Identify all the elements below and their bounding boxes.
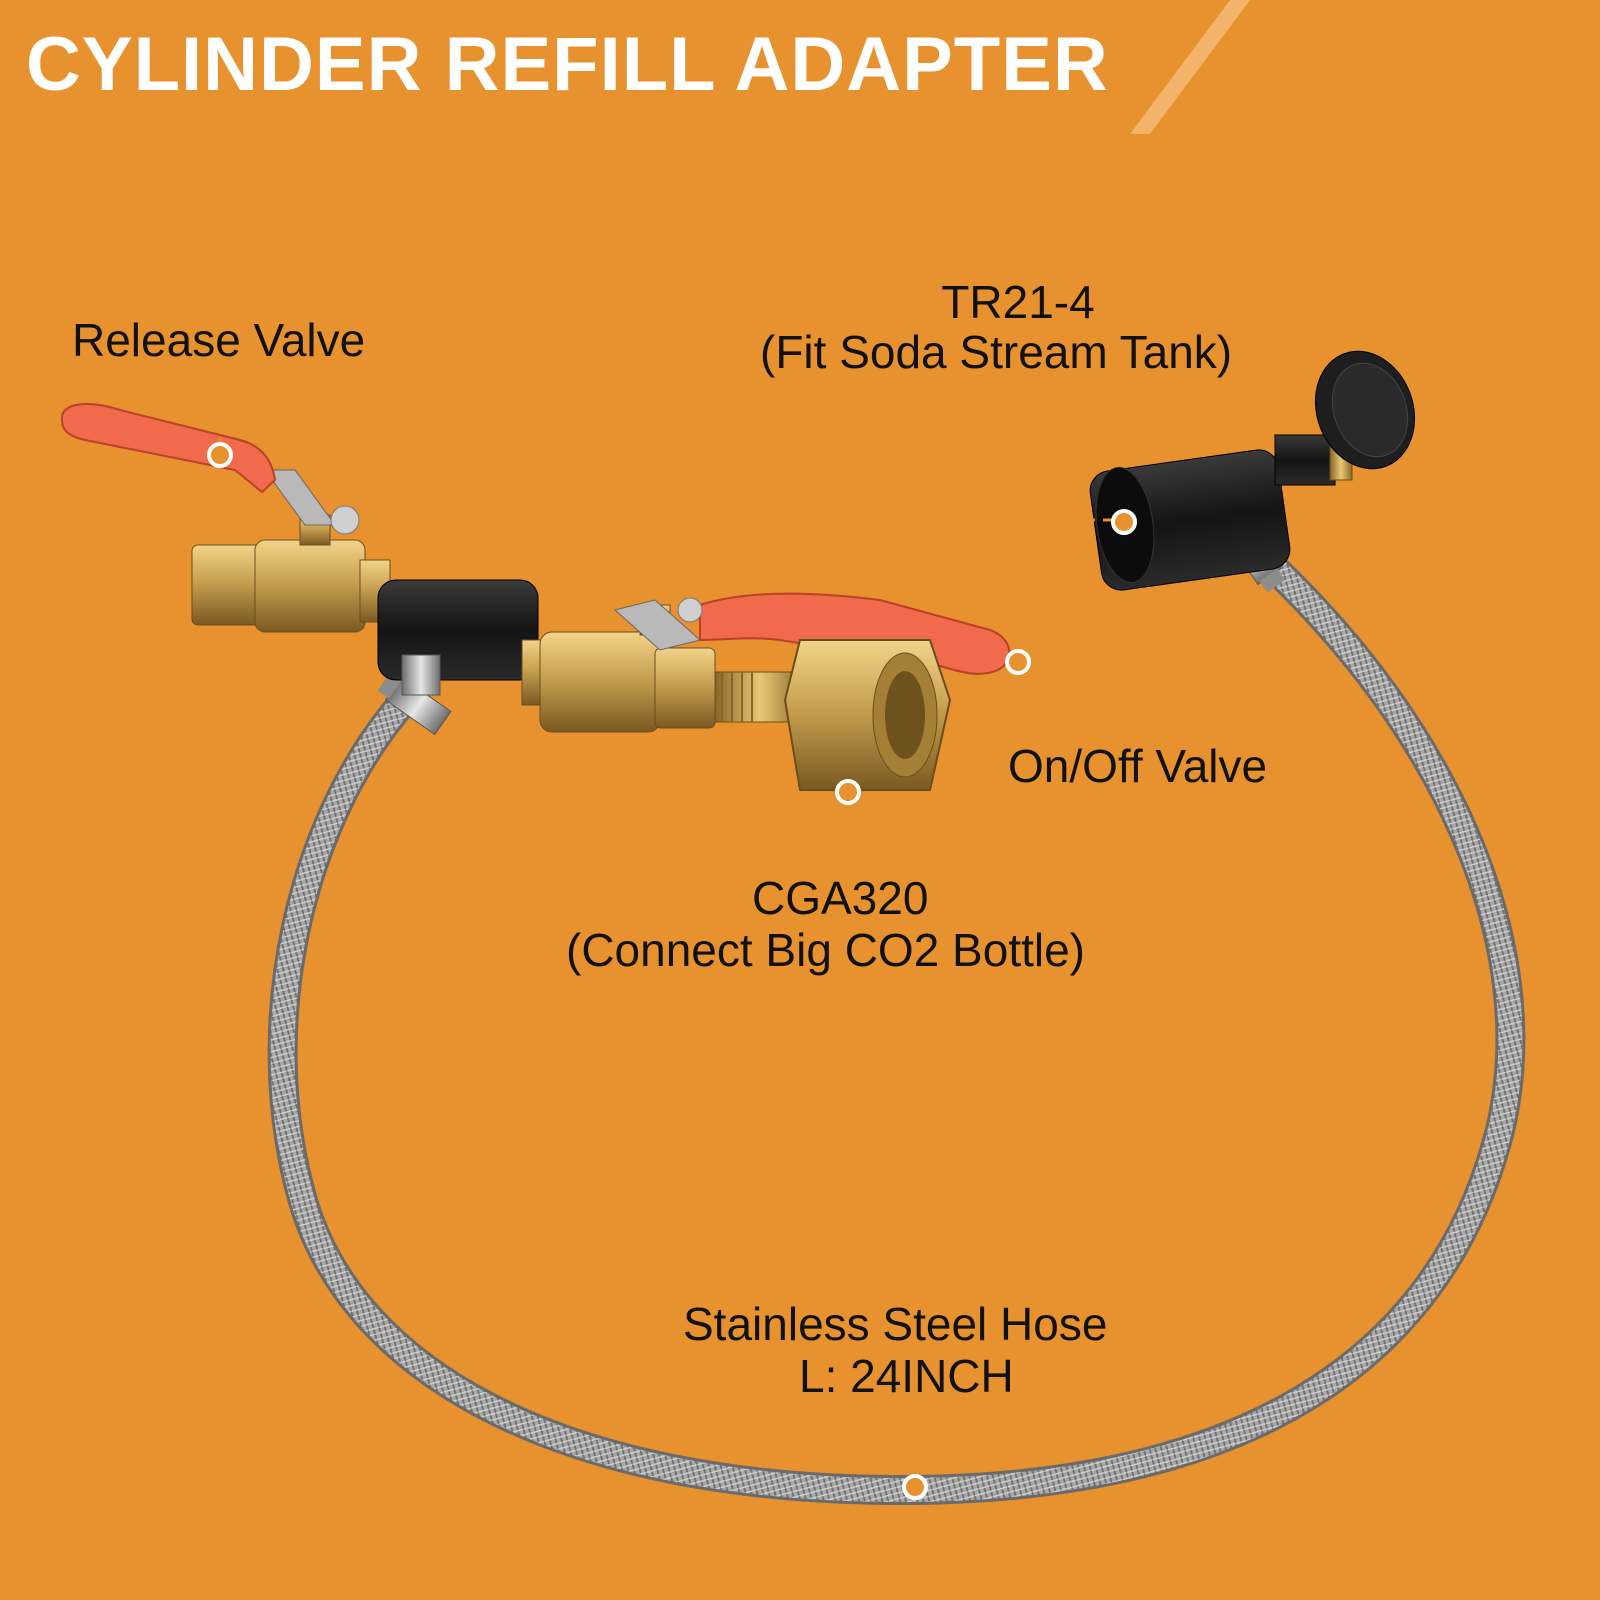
release-valve-handle xyxy=(60,403,277,494)
hose-length-label: L: 24INCH xyxy=(799,1350,1014,1402)
hose-label-title: Stainless Steel Hose xyxy=(683,1298,1108,1350)
tr21-label-sub: (Fit Soda Stream Tank) xyxy=(760,326,1233,378)
title-banner: CYLINDER REFILL ADAPTER xyxy=(0,0,1600,134)
banner-title: CYLINDER REFILL ADAPTER xyxy=(26,22,1109,107)
banner-background xyxy=(0,0,1250,134)
stainless-steel-hose xyxy=(267,540,1526,1506)
release-valve-label: Release Valve xyxy=(72,314,366,366)
cga320-label-title: CGA320 xyxy=(752,872,929,924)
release-valve xyxy=(60,403,391,633)
cga320-label-sub: (Connect Big CO2 Bottle) xyxy=(566,924,1086,976)
on-off-valve-label: On/Off Valve xyxy=(1008,740,1268,792)
cga320-fitting xyxy=(714,639,952,791)
tee-body xyxy=(377,579,539,696)
tr21-label-title: TR21-4 xyxy=(941,276,1095,328)
